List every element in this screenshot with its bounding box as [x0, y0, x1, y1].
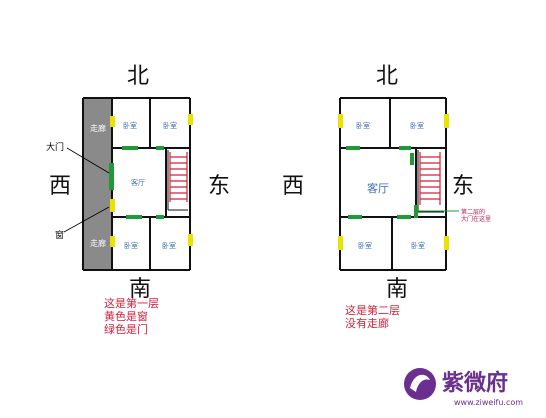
main-door-annotation: 大门 — [46, 141, 64, 153]
stairs — [169, 152, 188, 202]
upstairs-main-door — [414, 205, 418, 218]
first-floor-windows — [110, 114, 193, 247]
second-floor-note-2: 没有走廊 — [345, 316, 389, 330]
south-label: 南 — [386, 277, 408, 302]
east-label: 东 — [452, 174, 474, 199]
window-annotation: 窗 — [55, 229, 64, 241]
stairs — [419, 152, 441, 205]
corridor-strip — [83, 98, 112, 270]
door-note-line-2: 大门在这里 — [461, 215, 491, 223]
door — [397, 215, 411, 219]
door — [399, 146, 411, 150]
bedroom-tr-label: 卧室 — [163, 121, 177, 130]
stairs-outline — [167, 150, 188, 211]
bedroom-tl-label: 卧室 — [356, 121, 370, 130]
first-floor-note-1: 这是第一层 — [104, 296, 159, 310]
living-room-label: 客厅 — [131, 178, 145, 187]
second-floor-note-1: 这是第二层 — [345, 303, 400, 317]
bedroom-br-label: 卧室 — [162, 241, 176, 250]
door — [156, 215, 164, 219]
first-floor-plan: 走廊 走廊 卧室 卧室 卧室 卧室 客厅 北 南 西 东 大门 窗 这是第一层 … — [46, 64, 230, 336]
main-door-pointer — [66, 147, 110, 174]
window — [188, 234, 193, 246]
window — [444, 236, 449, 250]
second-floor-doors — [346, 146, 418, 219]
stairs-outline — [417, 150, 444, 213]
south-label: 南 — [129, 277, 151, 302]
window — [110, 236, 115, 247]
north-label: 北 — [376, 64, 398, 89]
door — [156, 146, 164, 150]
first-floor-walls — [82, 97, 191, 271]
first-floor-note-2: 黄色是窗 — [104, 309, 148, 323]
bedroom-bl-label: 卧室 — [358, 241, 372, 250]
west-label: 西 — [49, 174, 71, 199]
bedroom-bl-label: 卧室 — [124, 241, 138, 250]
watermark: 紫微府 www.ziweifu.com — [404, 368, 523, 407]
corridor-top-label: 走廊 — [90, 123, 106, 133]
door — [346, 146, 360, 150]
watermark-logo-icon — [404, 368, 436, 400]
bedroom-tr-label: 卧室 — [410, 121, 424, 130]
main-door — [109, 163, 114, 190]
watermark-name: 紫微府 — [442, 370, 508, 396]
door-note-line-1: 第二层的 — [461, 208, 485, 216]
door — [348, 215, 362, 219]
window — [188, 114, 193, 125]
window-pointer — [63, 206, 110, 233]
window — [110, 199, 115, 212]
bedroom-br-label: 卧室 — [411, 241, 425, 250]
second-floor-windows — [338, 114, 449, 250]
window — [338, 114, 343, 128]
door — [126, 215, 142, 219]
watermark-logo-swirl-icon — [410, 374, 430, 392]
living-room-label: 客厅 — [367, 181, 389, 195]
window — [110, 116, 115, 127]
first-floor-note-3: 绿色是门 — [104, 322, 148, 336]
first-floor-doors — [109, 146, 164, 219]
door — [122, 146, 138, 150]
watermark-url: www.ziweifu.com — [454, 398, 523, 407]
door — [410, 153, 414, 165]
north-label: 北 — [127, 64, 149, 89]
west-label: 西 — [282, 174, 304, 199]
east-label: 东 — [208, 174, 230, 199]
window — [444, 114, 449, 128]
bedroom-tl-label: 卧室 — [123, 121, 137, 130]
corridor-bottom-label: 走廊 — [90, 238, 106, 248]
second-floor-plan: 卧室 卧室 卧室 卧室 客厅 北 南 西 东 第二层的 大门在这里 这是第二层 … — [282, 64, 491, 330]
window — [338, 236, 343, 250]
